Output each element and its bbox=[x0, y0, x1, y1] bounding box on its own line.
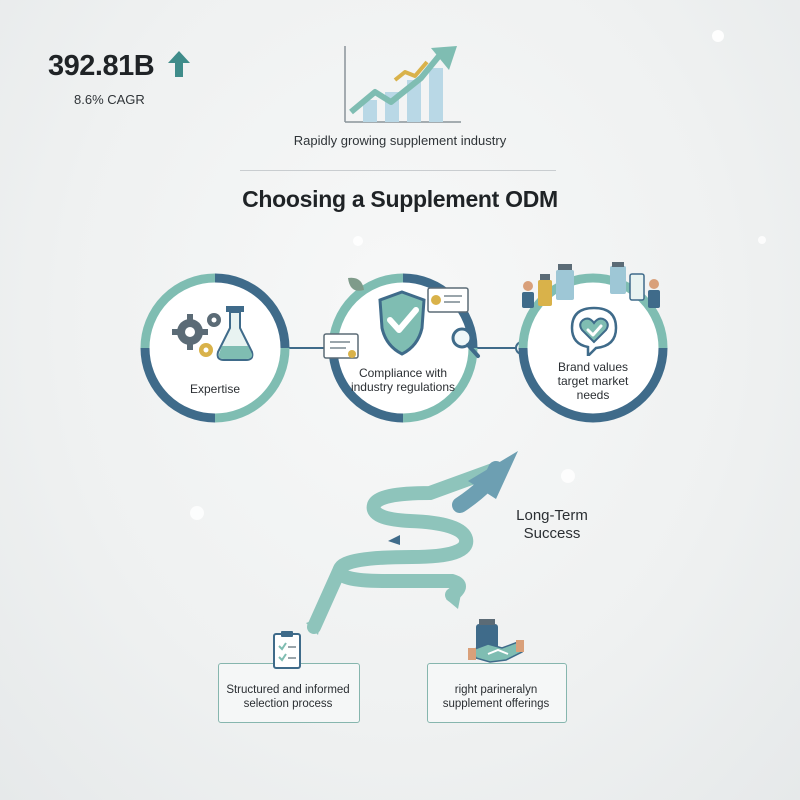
market-size-value: 392.81B bbox=[48, 50, 155, 82]
cagr-label: 8.6% CAGR bbox=[74, 92, 145, 107]
heart-bubble-icon bbox=[568, 304, 620, 356]
growth-chart-icon bbox=[335, 42, 465, 128]
clipboard-icon bbox=[272, 630, 302, 670]
page-title: Choosing a Supplement ODM bbox=[242, 186, 558, 212]
shield-check-icon bbox=[320, 272, 490, 372]
ring-label-expertise: Expertise bbox=[189, 382, 241, 396]
ring-label-brand-values: Brand values target market needs bbox=[557, 360, 629, 402]
winding-path bbox=[306, 451, 518, 635]
handshake-bottle-icon bbox=[468, 618, 524, 668]
ring-label-compliance: Compliance with industry regulations bbox=[350, 366, 456, 394]
bottles-people-icon bbox=[518, 262, 668, 322]
supplement-offerings-box bbox=[427, 663, 567, 723]
divider bbox=[240, 170, 556, 171]
long-term-success-label: Long-Term Success bbox=[516, 507, 588, 542]
selection-process-label: Structured and informed selection proces… bbox=[226, 684, 350, 710]
up-arrow-icon bbox=[166, 49, 192, 79]
ring-expertise bbox=[134, 267, 296, 429]
growth-caption: Rapidly growing supplement industry bbox=[293, 133, 507, 148]
supplement-offerings-label: right parineralyn supplement offerings bbox=[442, 684, 550, 710]
gears-flask-icon bbox=[168, 304, 264, 370]
